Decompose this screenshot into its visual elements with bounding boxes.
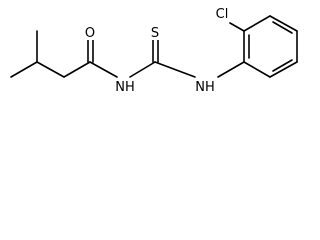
bond-ring-inner-2 (272, 21, 293, 34)
bond-ring-inner-3 (272, 59, 293, 72)
bond-c2-c4 (36, 61, 65, 78)
bond-c5-n1 (89, 61, 118, 78)
thioamide-nh-label-bg (195, 80, 215, 94)
bond-c6-n2 (154, 61, 196, 78)
amide-nh-label-bg (115, 80, 135, 94)
bond-n2-c7 (217, 61, 245, 78)
bond-ring-3 (269, 15, 298, 32)
sulfur-label-bg (150, 26, 162, 40)
bond-c-cl (229, 22, 245, 32)
bond-ring-2 (243, 15, 271, 32)
bond-c1-c2 (10, 61, 38, 78)
chlorine-atom-label: Cl (216, 7, 229, 22)
chemical-structure-diagram: O S Cl NH NH (10, 7, 298, 95)
chlorine-label-bg (213, 7, 231, 21)
bond-ring-5 (269, 61, 298, 78)
bond-c4-c5 (63, 61, 91, 78)
amide-nh-atom-label: NH (115, 80, 135, 95)
oxygen-atom-label: O (85, 26, 95, 41)
oxygen-label-bg (85, 26, 97, 40)
sulfur-atom-label: S (151, 26, 159, 41)
bond-n1-c6 (129, 61, 156, 78)
thioamide-nh-atom-label: NH (195, 80, 215, 95)
bond-ring-6 (243, 61, 271, 78)
